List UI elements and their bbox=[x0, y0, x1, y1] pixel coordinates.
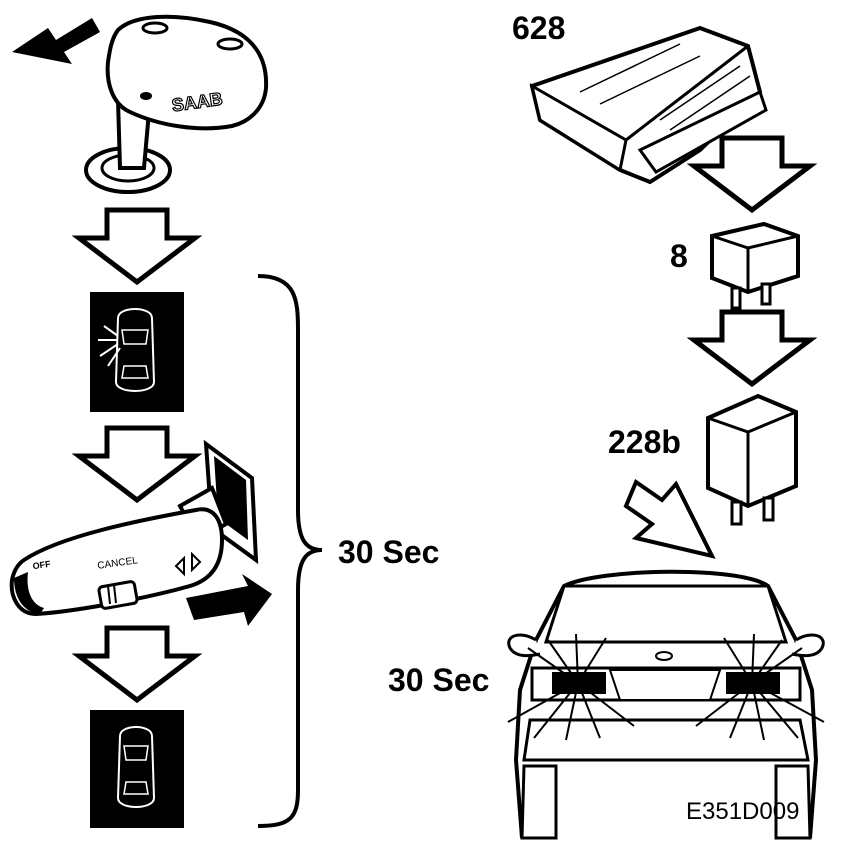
car-interior-light-on-icon bbox=[90, 292, 184, 412]
figure-code: E351D009 bbox=[686, 798, 800, 825]
arrow-down-5 bbox=[694, 312, 810, 384]
car-front-headlights-on-icon bbox=[507, 569, 825, 840]
control-module-icon bbox=[529, 25, 768, 185]
arrow-diagonal bbox=[623, 478, 716, 559]
ignition-key-icon: SAAB bbox=[12, 14, 269, 194]
arrow-down-4 bbox=[694, 138, 810, 210]
label-relay-228b: 228b bbox=[608, 424, 681, 460]
stalk-off-label: OFF bbox=[32, 559, 52, 571]
label-duration-bracket: 30 Sec bbox=[338, 534, 440, 570]
duration-bracket bbox=[257, 274, 323, 828]
arrow-down-3 bbox=[79, 628, 195, 700]
label-relay-8: 8 bbox=[670, 238, 688, 274]
arrow-down-1 bbox=[79, 210, 195, 282]
label-duration-lights: 30 Sec bbox=[388, 662, 490, 698]
label-ecu-628: 628 bbox=[512, 10, 566, 46]
relay-228b-icon bbox=[706, 393, 798, 526]
car-interior-light-off-icon bbox=[90, 710, 184, 828]
cruise-control-stalk-icon: OFF CANCEL bbox=[9, 439, 272, 626]
relay-8-icon bbox=[710, 221, 800, 310]
arrow-down-2 bbox=[79, 428, 195, 500]
